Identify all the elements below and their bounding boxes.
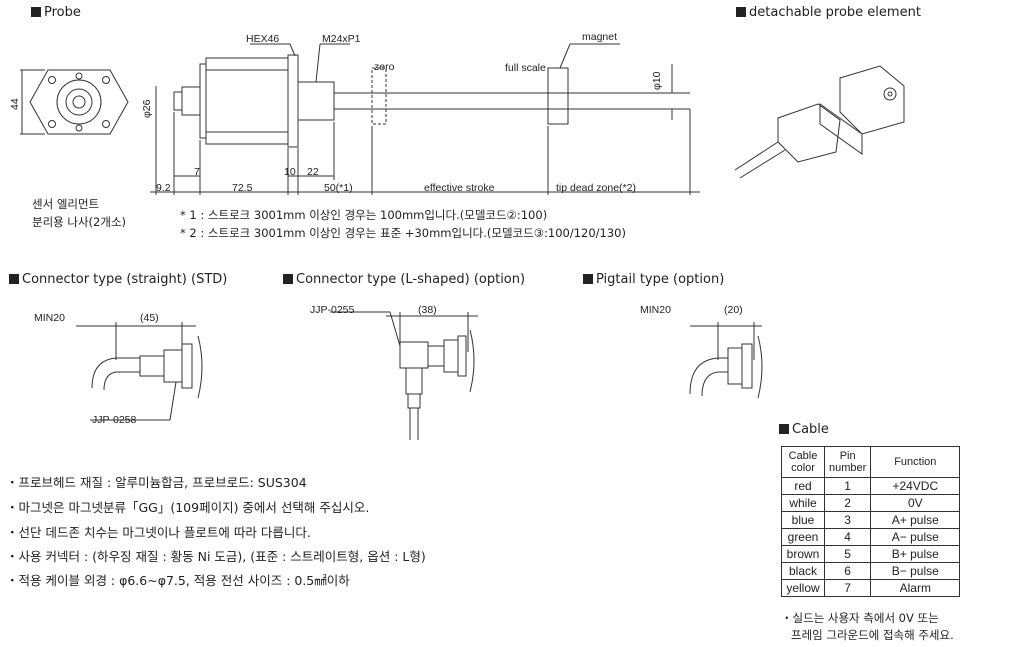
pigtail-len-label: (20): [724, 304, 743, 316]
cell-function: Alarm: [870, 579, 961, 597]
tip-dead-zone-label: tip dead zone(*2): [556, 182, 636, 194]
bullet-2: ・마그넷은 마그넷분류「GG」(109페이지) 중에서 선택해 주십시오.: [6, 500, 370, 515]
connector-straight-drawing: [76, 322, 203, 421]
footnote-2: * 2 : 스트로크 3001mm 이상인 경우는 표준 +30mm입니다.(모…: [180, 226, 626, 240]
cell-pin: 5: [823, 545, 872, 563]
cell-function: A− pulse: [870, 528, 961, 546]
dim-22: 22: [307, 166, 319, 178]
h44-label: 44: [9, 98, 21, 110]
cell-function: B+ pulse: [870, 545, 961, 563]
probe-side-view: [150, 43, 700, 195]
cell-pin: 7: [823, 579, 872, 597]
dia10-label: φ10: [651, 71, 663, 91]
cable-table-header: Cable color Pin number Function: [781, 446, 961, 478]
cell-color: blue: [781, 511, 825, 529]
sensor-note-line1: 센서 엘리먼트: [32, 197, 100, 211]
dim-72-5: 72.5: [232, 182, 253, 194]
effective-stroke-label: effective stroke: [424, 182, 495, 194]
probe-section-title: Probe: [31, 6, 81, 20]
cell-color: black: [781, 562, 825, 580]
pigtail-min-label: MIN20: [640, 304, 671, 316]
probe-front-view: [20, 69, 129, 135]
straight-len-label: (45): [140, 312, 159, 324]
dim-50: 50(*1): [324, 182, 353, 194]
cell-function: +24VDC: [870, 477, 961, 495]
dim-9-2: 9.2: [156, 182, 171, 194]
bullet-4: ・사용 커넥터 : (하우징 재질 : 황동 Ni 도금), (표준 : 스트레…: [6, 549, 426, 564]
cell-color: brown: [781, 545, 825, 563]
pigtail-drawing: [689, 322, 763, 399]
thread-label: M24xP1: [322, 33, 361, 45]
cell-color: yellow: [781, 579, 825, 597]
l-len-label: (38): [418, 304, 437, 316]
bullet-1: ・프로브헤드 재질 : 알루미늄합금, 프로브로드: SUS304: [6, 475, 307, 490]
cell-function: B− pulse: [870, 562, 961, 580]
header-pin-number: Pin number: [823, 446, 872, 478]
cell-pin: 1: [823, 477, 872, 495]
shield-note-line1: ・실드는 사용자 측에서 0V 또는: [781, 611, 939, 625]
detachable-section-title: detachable probe element: [736, 6, 921, 20]
zero-label: zero: [374, 61, 395, 73]
dim-10: 10: [284, 166, 296, 178]
sensor-note-line2: 분리용 나사(2개소): [32, 215, 127, 229]
cell-pin: 3: [823, 511, 872, 529]
cell-pin: 2: [823, 494, 872, 512]
header-function: Function: [870, 446, 961, 478]
dia26-label: φ26: [141, 99, 153, 119]
shield-note-line2: 프레임 그라운드에 접속해 주세요.: [791, 628, 954, 642]
cable-title: Cable: [779, 423, 829, 437]
bullet-5: ・적용 케이블 외경 : φ6.6~φ7.5, 적용 전선 사이즈 : 0.5㎟…: [6, 573, 350, 588]
straight-part-label: JJP-0258: [92, 414, 137, 426]
cell-function: A+ pulse: [870, 511, 961, 529]
footnote-1: * 1 : 스트로크 3001mm 이상인 경우는 100mm입니다.(모델코드…: [180, 208, 548, 222]
straight-min-label: MIN20: [34, 312, 65, 324]
l-part-label: JJP-0255: [310, 304, 355, 316]
detachable-element-sketch: [734, 65, 905, 179]
cell-pin: 6: [823, 562, 872, 580]
dim-7: 7: [194, 166, 200, 178]
cell-color: red: [781, 477, 825, 495]
connector-straight-title: Connector type (straight) (STD): [9, 273, 227, 287]
connector-l-title: Connector type (L-shaped) (option): [283, 273, 525, 287]
pigtail-title: Pigtail type (option): [583, 273, 724, 287]
hex-label: HEX46: [246, 33, 280, 45]
cell-color: green: [781, 528, 825, 546]
full-scale-label: full scale: [505, 62, 546, 74]
bullet-3: ・선단 데드존 치수는 마그넷이나 플로트에 따라 다릅니다.: [6, 525, 311, 540]
header-cable-color: Cable color: [781, 446, 825, 478]
magnet-label: magnet: [582, 31, 618, 43]
cell-function: 0V: [870, 494, 961, 512]
cell-pin: 4: [823, 528, 872, 546]
cell-color: while: [781, 494, 825, 512]
connector-l-drawing: [330, 311, 478, 440]
